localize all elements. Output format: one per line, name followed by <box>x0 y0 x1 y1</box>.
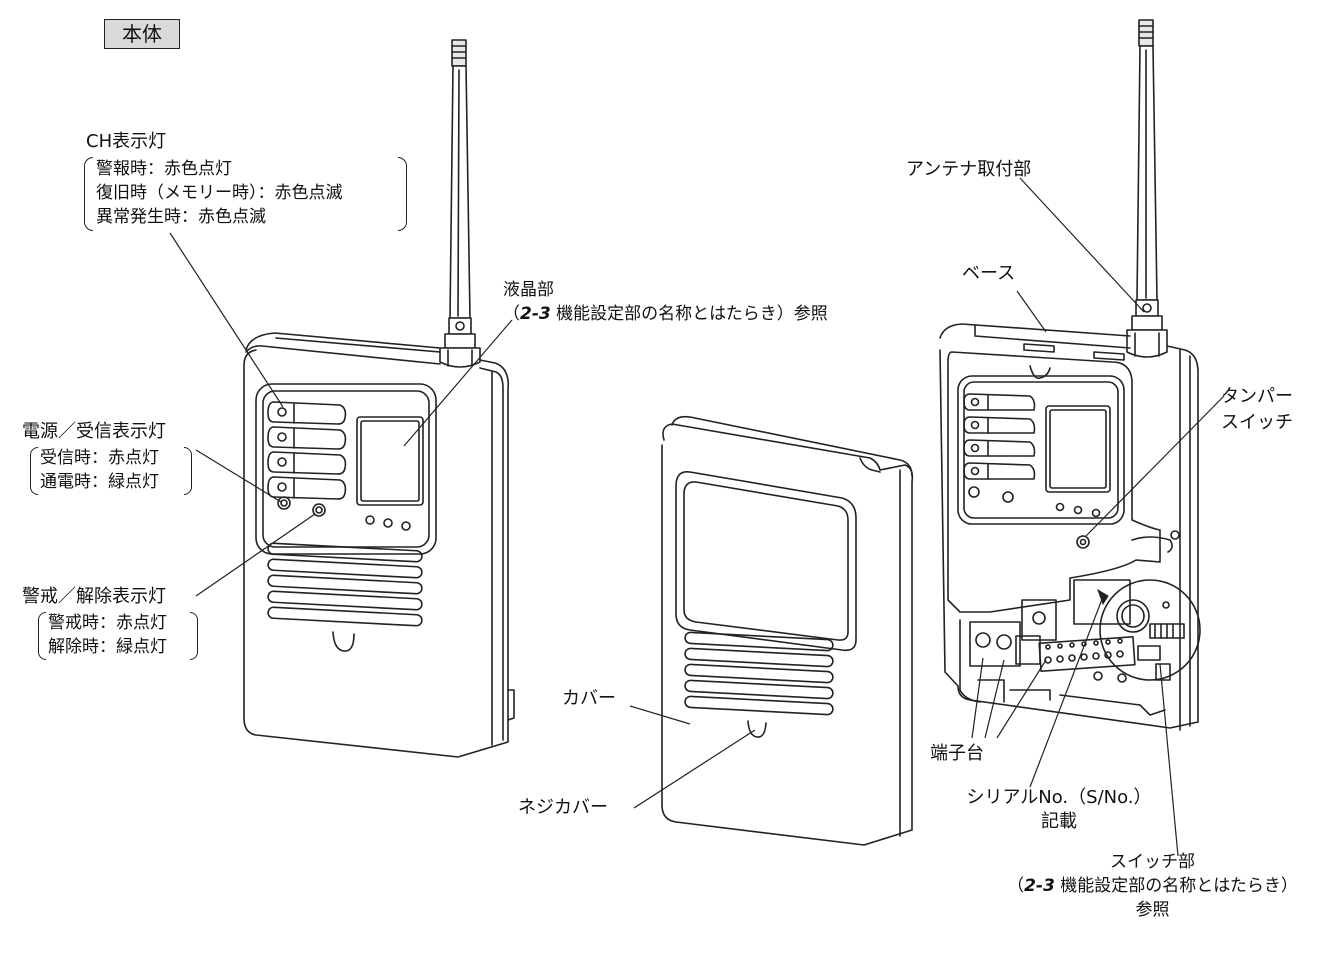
speaker-grille <box>267 542 423 627</box>
ch-paren-right <box>398 157 407 231</box>
serial-number-label: シリアルNo.（S/No.） 記載 <box>954 786 1164 834</box>
lcd-ref-section: 2-3 <box>520 304 551 324</box>
guard-paren-right <box>190 612 198 660</box>
guard-lamp-details: 警戒時：赤点灯 解除時：緑点灯 <box>48 611 167 659</box>
switch-ref-section: 2-3 <box>1024 876 1055 896</box>
switch-ref-open: （ <box>1007 876 1025 896</box>
lcd-title: 液晶部 <box>503 280 554 300</box>
power-line-2: 通電時：緑点灯 <box>40 472 159 492</box>
power-line-1: 受信時：赤点灯 <box>40 448 159 468</box>
screw-cover-label: ネジカバー <box>518 797 608 818</box>
guard-line-2: 解除時：緑点灯 <box>48 637 167 657</box>
switch-ref: （2-3 機能設定部の名称とはたらき） <box>980 874 1325 898</box>
cover-label: カバー <box>562 688 616 709</box>
main-unit <box>243 39 515 758</box>
lcd-left <box>356 416 424 506</box>
ch-line-3: 異常発生時：赤色点滅 <box>96 207 266 227</box>
tamper-line-1: タンパー <box>1221 386 1293 407</box>
terminal-block <box>1015 635 1136 673</box>
switch-ref-text: 機能設定部の名称とはたらき） <box>1054 876 1298 896</box>
lcd-ref-open: （ <box>503 304 520 324</box>
serial-line-1: シリアルNo.（S/No.） <box>966 787 1152 808</box>
ch-lamps <box>267 401 347 500</box>
ch-paren-left <box>84 157 93 231</box>
terminal-block-label: 端子台 <box>930 743 984 764</box>
antenna-right <box>1126 19 1168 358</box>
switch-ref-end: 参照 <box>1135 900 1170 920</box>
ch-line-1: 警報時：赤色点灯 <box>96 159 232 179</box>
guard-paren-left <box>38 612 46 660</box>
serial-line-2: 記載 <box>1041 811 1077 832</box>
ch-line-2: 復旧時（メモリー時）：赤色点滅 <box>96 183 343 203</box>
tamper-line-2: スイッチ <box>1221 412 1293 433</box>
antenna-mount-label: アンテナ取付部 <box>906 159 1032 180</box>
ch-lamp-details: 警報時：赤色点灯 復旧時（メモリー時）：赤色点滅 異常発生時：赤色点滅 <box>96 157 343 229</box>
base-unit <box>939 19 1201 731</box>
cover-unit <box>661 415 914 846</box>
switch-title: スイッチ部 <box>1110 852 1195 872</box>
power-lamp-details: 受信時：赤点灯 通電時：緑点灯 <box>40 446 159 494</box>
lcd-ref-text: 機能設定部の名称とはたらき）参照 <box>550 304 828 324</box>
ch-lamp-label: CH表示灯 <box>86 131 167 152</box>
power-paren-right <box>184 447 192 495</box>
guard-lamp-label: 警戒／解除表示灯 <box>22 586 166 607</box>
tamper-switch <box>1076 535 1090 549</box>
switch-area-circle <box>1099 579 1201 681</box>
power-lamp-label: 電源／受信表示灯 <box>22 421 166 442</box>
leader-lines <box>169 177 1225 857</box>
base-label: ベース <box>962 263 1016 284</box>
lcd-ref: （2-3 機能設定部の名称とはたらき）参照 <box>503 302 828 326</box>
power-paren-left <box>30 447 38 495</box>
antenna-left <box>439 39 481 368</box>
lcd-label: 液晶部 （2-3 機能設定部の名称とはたらき）参照 <box>503 278 828 326</box>
tamper-switch-label: タンパー スイッチ <box>1221 384 1293 436</box>
guard-line-1: 警戒時：赤点灯 <box>48 613 167 633</box>
switch-section-label: スイッチ部 （2-3 機能設定部の名称とはたらき） 参照 <box>980 850 1325 922</box>
figure-title: 本体 <box>104 19 180 49</box>
